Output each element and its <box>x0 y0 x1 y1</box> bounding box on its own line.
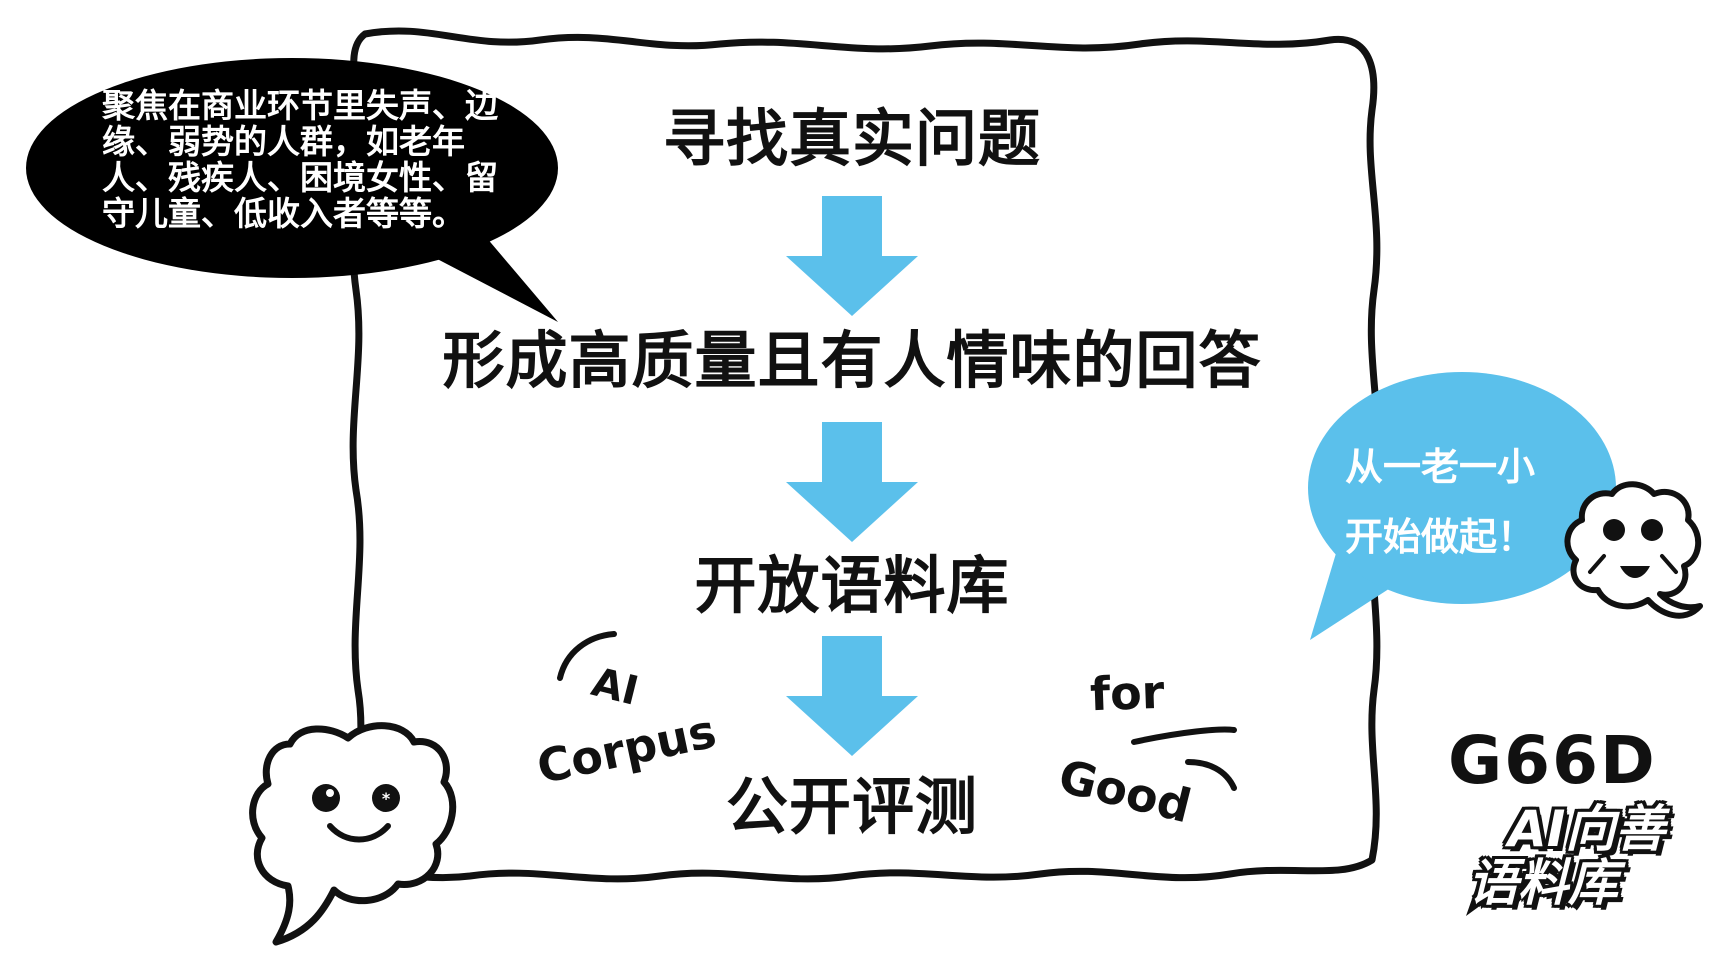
logo-line-2: 语料库 <box>1468 854 1618 912</box>
callout-black-bubble <box>26 58 558 322</box>
logo-tail-shape <box>1466 876 1510 916</box>
flow-step-public-evaluation: 公开评测 <box>725 770 979 843</box>
swoosh-good <box>1185 759 1237 791</box>
arrow-1 <box>786 196 918 316</box>
callout-left-text: 聚焦在商业环节里失声、边缘、弱势的人群，如老年人、残疾人、困境女性、留守儿童、低… <box>102 86 498 233</box>
flow-step-open-corpus: 开放语料库 <box>694 549 1010 622</box>
callout-right-line-2: 开始做起！ <box>1345 515 1536 559</box>
swoosh-for <box>1131 726 1237 745</box>
flow-step-find-real-problems: 寻找真实问题 <box>662 102 1042 175</box>
mascot-right <box>1564 481 1703 619</box>
logo-line-1: AI向善 <box>1508 800 1666 858</box>
callout-right-line-1: 从一老一小 <box>1345 445 1536 489</box>
arrow-2 <box>786 422 918 542</box>
callout-blue-bubble <box>1308 372 1616 640</box>
logo-word: G66D <box>1448 722 1657 799</box>
deco-word-for: for <box>1089 664 1166 722</box>
callout-right-text: 从一老一小 开始做起！ <box>1345 432 1535 572</box>
mascot-left: * <box>249 722 457 946</box>
swoosh-ai <box>557 631 617 681</box>
good-corpus-logo: G66D AI向善 语料库 <box>1448 728 1688 928</box>
svg-text:*: * <box>382 789 391 808</box>
flow-step-quality-answers: 形成高质量且有人情味的回答 <box>442 324 1262 397</box>
arrow-3 <box>786 636 918 756</box>
